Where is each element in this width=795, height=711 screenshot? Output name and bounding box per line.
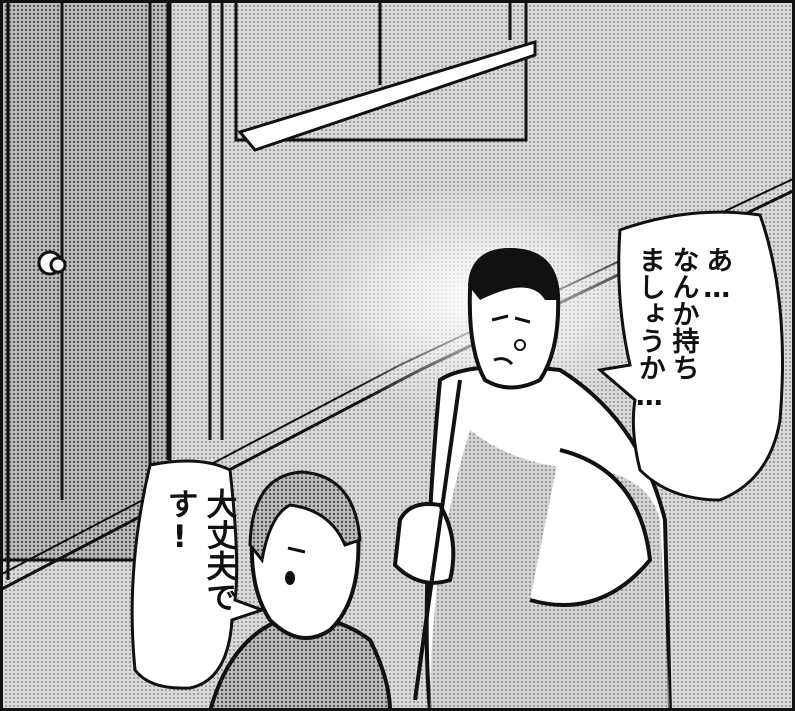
speech-line: ましょうか… xyxy=(633,246,665,412)
speech-text-left: 大丈夫です! xyxy=(160,488,238,678)
speech-bubble-right xyxy=(596,210,784,502)
door xyxy=(0,0,224,580)
door-knob-icon xyxy=(37,250,67,276)
man-figure xyxy=(392,247,673,711)
man-head xyxy=(467,247,561,390)
speech-line: なんか持ち xyxy=(667,246,699,381)
speech-bubble-left xyxy=(130,459,267,690)
woman-head xyxy=(248,470,362,640)
speech-line: 大丈夫です! xyxy=(161,488,237,612)
woman-figure xyxy=(207,470,393,711)
sweat-drop-icon xyxy=(514,339,526,351)
speech-text-right: あ… なんか持ち ましょうか… xyxy=(632,246,733,496)
window xyxy=(234,0,537,152)
speech-line: あ… xyxy=(701,246,733,304)
